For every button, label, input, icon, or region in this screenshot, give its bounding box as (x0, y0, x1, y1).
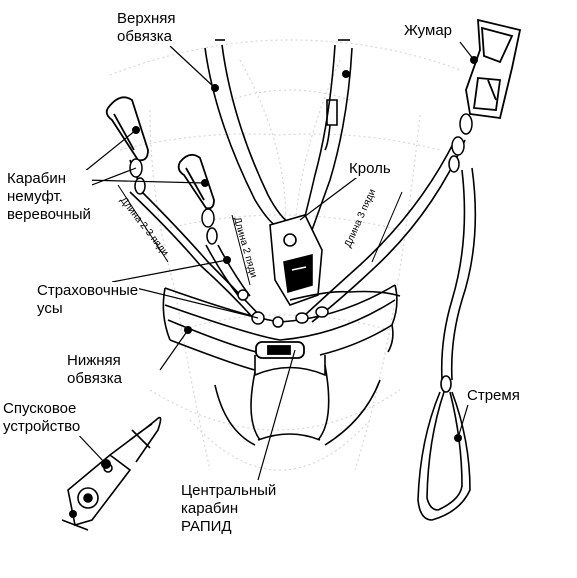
label-carabiner: Карабин немуфт. веревочный (6, 170, 92, 224)
foot-loop (417, 375, 471, 521)
label-carabiner-line3: веревочный (7, 206, 91, 223)
label-carabiner-line2: немуфт. (7, 188, 63, 205)
label-jumar: Жумар (403, 22, 454, 40)
label-descender-line1: Спусковое (3, 400, 77, 417)
measure-length-3: Длина 3 пяди (343, 188, 379, 250)
upper-harness-straps (204, 39, 353, 231)
label-upper-harness-line2: обвязка (117, 28, 172, 45)
strap-dot (342, 70, 350, 78)
label-foot-loop: Стремя (466, 387, 521, 405)
label-central-carabiner-line1: Центральный (181, 482, 277, 499)
lanyard-ring (272, 316, 284, 328)
lanyard-right (304, 139, 456, 316)
label-upper-harness-line1: Верхняя (117, 10, 176, 27)
left-carabiner-2 (177, 153, 215, 210)
lanyard-right-knot (295, 306, 329, 324)
label-lower-harness: Нижняя обвязка (66, 352, 123, 388)
label-descender: Спусковое устройство (2, 400, 82, 436)
foot-loop-cord (440, 169, 466, 381)
jumar-carabiner (448, 113, 473, 173)
label-lanyards-line1: Страховочные (37, 282, 139, 299)
measurement-lines (117, 184, 403, 286)
label-carabiner-line1: Карабин (7, 170, 67, 187)
label-lanyards: Страховочные усы (36, 282, 140, 318)
label-lower-harness-line1: Нижняя (67, 352, 121, 369)
label-upper-harness: Верхняя обвязка (116, 10, 177, 46)
label-central-carabiner-line3: РАПИД (181, 518, 232, 535)
jumar-device (465, 18, 522, 119)
lower-harness (162, 284, 398, 446)
label-central-carabiner-line2: карабин (181, 500, 239, 517)
lanyard-mid-chain (201, 208, 218, 245)
label-descender-line2: устройство (3, 418, 81, 435)
label-lower-harness-line2: обвязка (67, 370, 122, 387)
central-carabiner-shape (255, 341, 305, 359)
lanyard-ring (237, 289, 249, 301)
label-lanyards-line2: усы (37, 300, 63, 317)
chest-ascender (269, 214, 323, 306)
measure-length-2: Длина 2 пяди (231, 216, 259, 279)
label-chest-ascender: Кроль (348, 160, 392, 178)
label-central-carabiner: Центральный карабин РАПИД (180, 482, 278, 536)
lanyard-left-chain (129, 158, 146, 195)
